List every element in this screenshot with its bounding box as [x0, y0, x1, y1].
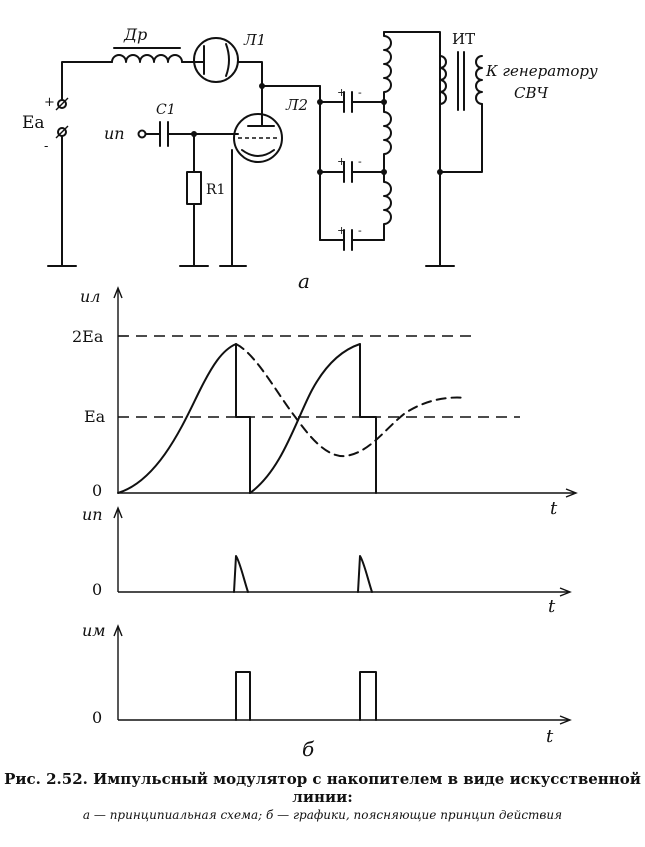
choke-inductor: [111, 47, 193, 63]
output-pulse-2: [359, 671, 377, 721]
cap-plus-3: +: [337, 224, 346, 237]
cap-plus-1: +: [337, 86, 346, 99]
tube2-label: Л2: [285, 96, 308, 114]
graph-line-voltage: uл 2Ea Ea 0 t: [72, 286, 578, 519]
graph3-t-label: t: [546, 726, 554, 747]
graph1-ylabel: uл: [80, 287, 101, 306]
graph1-t-label: t: [550, 498, 558, 519]
schematic-panel-label: a: [298, 269, 310, 293]
figure-caption-title: Рис. 2.52. Импульсный модулятор с накопи…: [4, 770, 641, 806]
graph2-tick-zero: 0: [92, 580, 102, 599]
graph1-tick-ea: Ea: [84, 407, 106, 426]
output-pulse-1: [235, 671, 251, 721]
input-terminal: [137, 129, 147, 139]
graph1-tick-2ea: 2Ea: [72, 327, 104, 346]
graphs-panel-label: б: [302, 737, 315, 761]
cap-plus-2: +: [337, 155, 346, 168]
cap-minus-3: -: [358, 224, 362, 237]
graph2-t-label: t: [548, 596, 556, 617]
load-label-line1: К генератору: [485, 62, 598, 80]
graph2-ylabel: uп: [82, 505, 103, 524]
free-oscillation-dashed: [235, 343, 467, 458]
trigger-pulse-2: [357, 555, 373, 593]
trigger-pulse-1: [233, 555, 249, 593]
resistor-r1: [186, 171, 202, 205]
pulse-transformer: [437, 51, 483, 175]
graph1-tick-zero: 0: [92, 481, 102, 500]
capacitor-c1-label: C1: [156, 102, 176, 118]
graph3-tick-zero: 0: [92, 708, 102, 727]
tube-l2: [219, 85, 283, 267]
input-label: uп: [104, 124, 125, 143]
tube-l1: [191, 37, 321, 87]
graph-modulator-output: uм 0 t: [82, 621, 572, 747]
figure-caption-legend: а — принципиальная схема; б — графики, п…: [82, 808, 563, 822]
source-minus-sign: -: [44, 139, 48, 154]
load-label-line2: СВЧ: [514, 84, 549, 102]
source-plus-sign: +: [44, 95, 55, 110]
source-label: Ea: [22, 113, 45, 133]
cap-minus-1: -: [358, 86, 362, 99]
choke-label: Др: [123, 25, 147, 44]
graph-trigger-pulse: uп 0 t: [82, 505, 572, 617]
resistor-r1-label: R1: [206, 182, 225, 198]
tube1-label: Л1: [243, 31, 266, 49]
charge-curve-2: [249, 343, 377, 494]
pulse-forming-line: + - + - + -: [259, 31, 455, 267]
graph3-ylabel: uм: [82, 621, 106, 640]
circuit-schematic: Ea + - Др Л1: [22, 25, 598, 293]
cap-minus-2: -: [358, 155, 362, 168]
graphs-panel: uл 2Ea Ea 0 t uп 0 t: [72, 286, 578, 761]
transformer-label: ИТ: [452, 30, 475, 48]
charge-curve-1: [117, 343, 251, 494]
